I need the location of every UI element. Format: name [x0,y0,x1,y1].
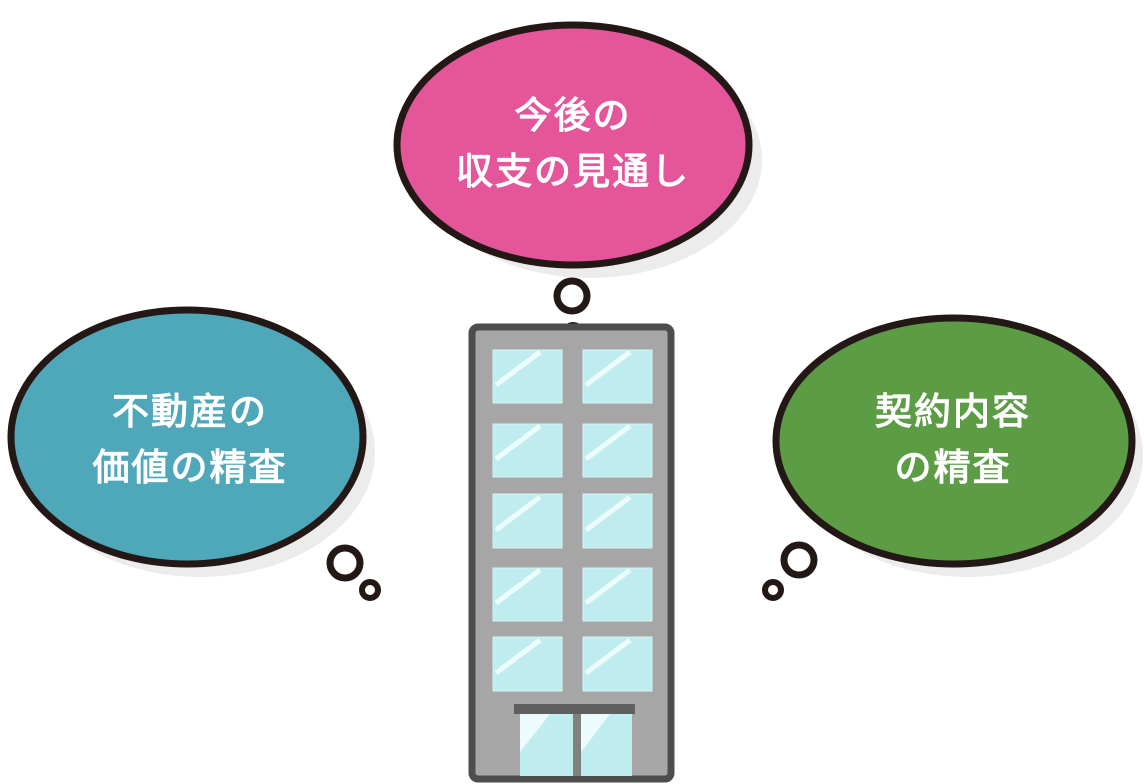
label-line: 契約内容 [875,390,1031,433]
thought-bubble-contract [762,314,1136,601]
bubble-label-outlook: 今後の 収支の見通し [413,88,733,200]
office-building-icon [468,323,675,783]
label-line: 今後の [514,94,632,137]
bubble-label-valuation: 不動産の 価値の精査 [30,384,350,496]
label-line: 不動産の [112,390,268,433]
bubble-label-contract: 契約内容 の精査 [793,384,1113,496]
label-line: 価値の精査 [92,446,288,489]
thought-bubble-valuation [7,306,381,601]
label-line: 収支の見通し [456,150,690,193]
label-line: の精査 [894,446,1012,489]
